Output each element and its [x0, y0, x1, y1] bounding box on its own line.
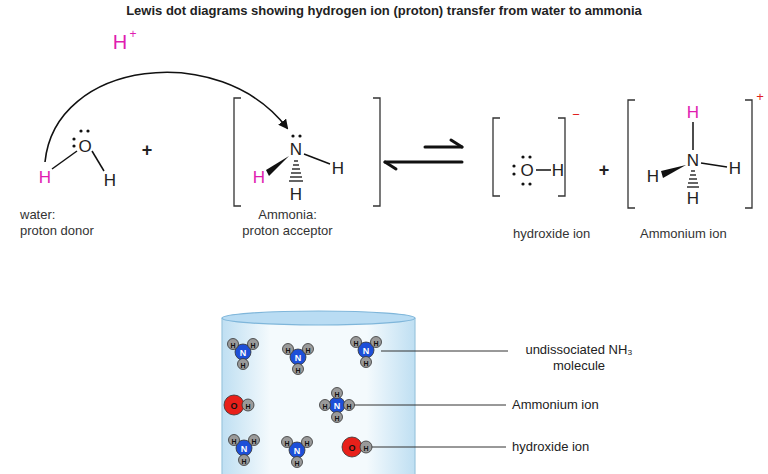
atom-ball: [239, 455, 250, 466]
atom-symbol: H: [373, 339, 378, 346]
atom-symbol: N: [295, 353, 302, 362]
atom-symbol: H: [334, 414, 339, 421]
atom-symbol: H: [253, 169, 265, 186]
callout-label: hydroxide ion: [512, 439, 589, 455]
atom-ball: [293, 364, 304, 375]
atom-ball: [360, 441, 372, 453]
atom-symbol: H: [240, 361, 245, 368]
proton-symbol: H: [113, 32, 127, 52]
atom-ball: [332, 412, 343, 423]
atom-symbol: N: [290, 141, 302, 158]
atom-ball: [342, 437, 362, 457]
atom-symbol: H: [729, 160, 741, 177]
atom-symbol: H: [363, 444, 368, 451]
atom-ball: [238, 359, 249, 370]
atom-symbol: O: [348, 443, 355, 452]
atom-ball: [361, 357, 372, 368]
molecules: [224, 337, 382, 468]
beaker: [222, 311, 415, 474]
atom-symbol: N: [687, 152, 699, 169]
atom-symbol: N: [334, 401, 341, 410]
lone-pairs: [72, 129, 531, 185]
ammonia-bonds: [266, 154, 330, 181]
ammonium-bonds: [661, 122, 727, 187]
atom-symbol: H: [346, 402, 351, 409]
atom-symbol: H: [290, 186, 302, 203]
atom-symbol: H: [334, 390, 339, 397]
atom-symbol: H: [687, 190, 699, 207]
atom-ball: [282, 437, 293, 448]
atom-symbol: N: [294, 446, 301, 455]
atom-ball: [224, 395, 244, 415]
atom-symbol: H: [322, 402, 327, 409]
atom-symbol: H: [294, 459, 299, 466]
atom-symbol: H: [332, 160, 344, 177]
atom-symbol: H: [251, 437, 256, 444]
atom-symbol: O: [78, 138, 91, 155]
atom-symbol: H: [231, 437, 236, 444]
atom-ball: [344, 400, 355, 411]
atom-ball: [292, 457, 303, 468]
atom-ball: [351, 337, 362, 348]
atom-symbol: H: [647, 168, 659, 185]
atom-symbol: H: [284, 439, 289, 446]
charge-sign: +: [129, 28, 136, 40]
atom-symbol: H: [295, 366, 300, 373]
plus-sign: +: [142, 141, 153, 159]
charge-sign: +: [756, 90, 764, 103]
caption: Ammonia: proton acceptor: [240, 207, 335, 238]
atom-symbol: H: [39, 169, 51, 186]
atom-symbol: H: [353, 339, 358, 346]
caption: hydroxide ion: [513, 226, 590, 242]
atom-symbol: N: [241, 444, 248, 453]
atom-symbol: H: [245, 402, 250, 409]
atom-symbol: H: [687, 104, 699, 121]
atom-ball: [302, 437, 313, 448]
atom-ball: [283, 344, 294, 355]
callout-label: undissociated NH₃ molecule: [514, 342, 644, 373]
atom-symbol: H: [104, 172, 116, 189]
water-bonds: [52, 151, 104, 171]
hydroxide-bond: [536, 169, 551, 171]
atom-symbol: H: [305, 346, 310, 353]
atom-symbol: H: [363, 359, 368, 366]
plus-sign: +: [599, 161, 610, 179]
atom-ball: [249, 435, 260, 446]
atom-symbol: N: [240, 348, 247, 357]
leader-lines: [351, 351, 508, 447]
atom-symbol: H: [304, 439, 309, 446]
brackets: [234, 98, 752, 208]
atom-symbol: H: [552, 162, 564, 179]
atom-symbol: H: [230, 341, 235, 348]
atom-ball: [320, 400, 331, 411]
atom-symbol: H: [241, 457, 246, 464]
atom-symbol: H: [285, 346, 290, 353]
caption: Ammonium ion: [640, 226, 727, 242]
transfer-arrow: [45, 72, 287, 162]
atom-ball: [332, 388, 343, 399]
atom-ball: [228, 339, 239, 350]
atom-ball: [303, 344, 314, 355]
atom-symbol: O: [520, 162, 533, 179]
atom-symbol: N: [363, 346, 370, 355]
equilibrium-arrows: [385, 140, 462, 169]
title: Lewis dot diagrams showing hydrogen ion …: [0, 3, 768, 18]
atom-ball: [242, 399, 254, 411]
atom-ball: [248, 339, 259, 350]
atom-symbol: O: [230, 401, 237, 410]
atom-ball: [371, 337, 382, 348]
callout-label: Ammonium ion: [512, 397, 599, 413]
charge-sign: −: [572, 108, 580, 121]
caption: water: proton donor: [20, 207, 95, 238]
atom-ball: [329, 397, 345, 413]
atom-symbol: H: [250, 341, 255, 348]
atom-ball: [229, 435, 240, 446]
